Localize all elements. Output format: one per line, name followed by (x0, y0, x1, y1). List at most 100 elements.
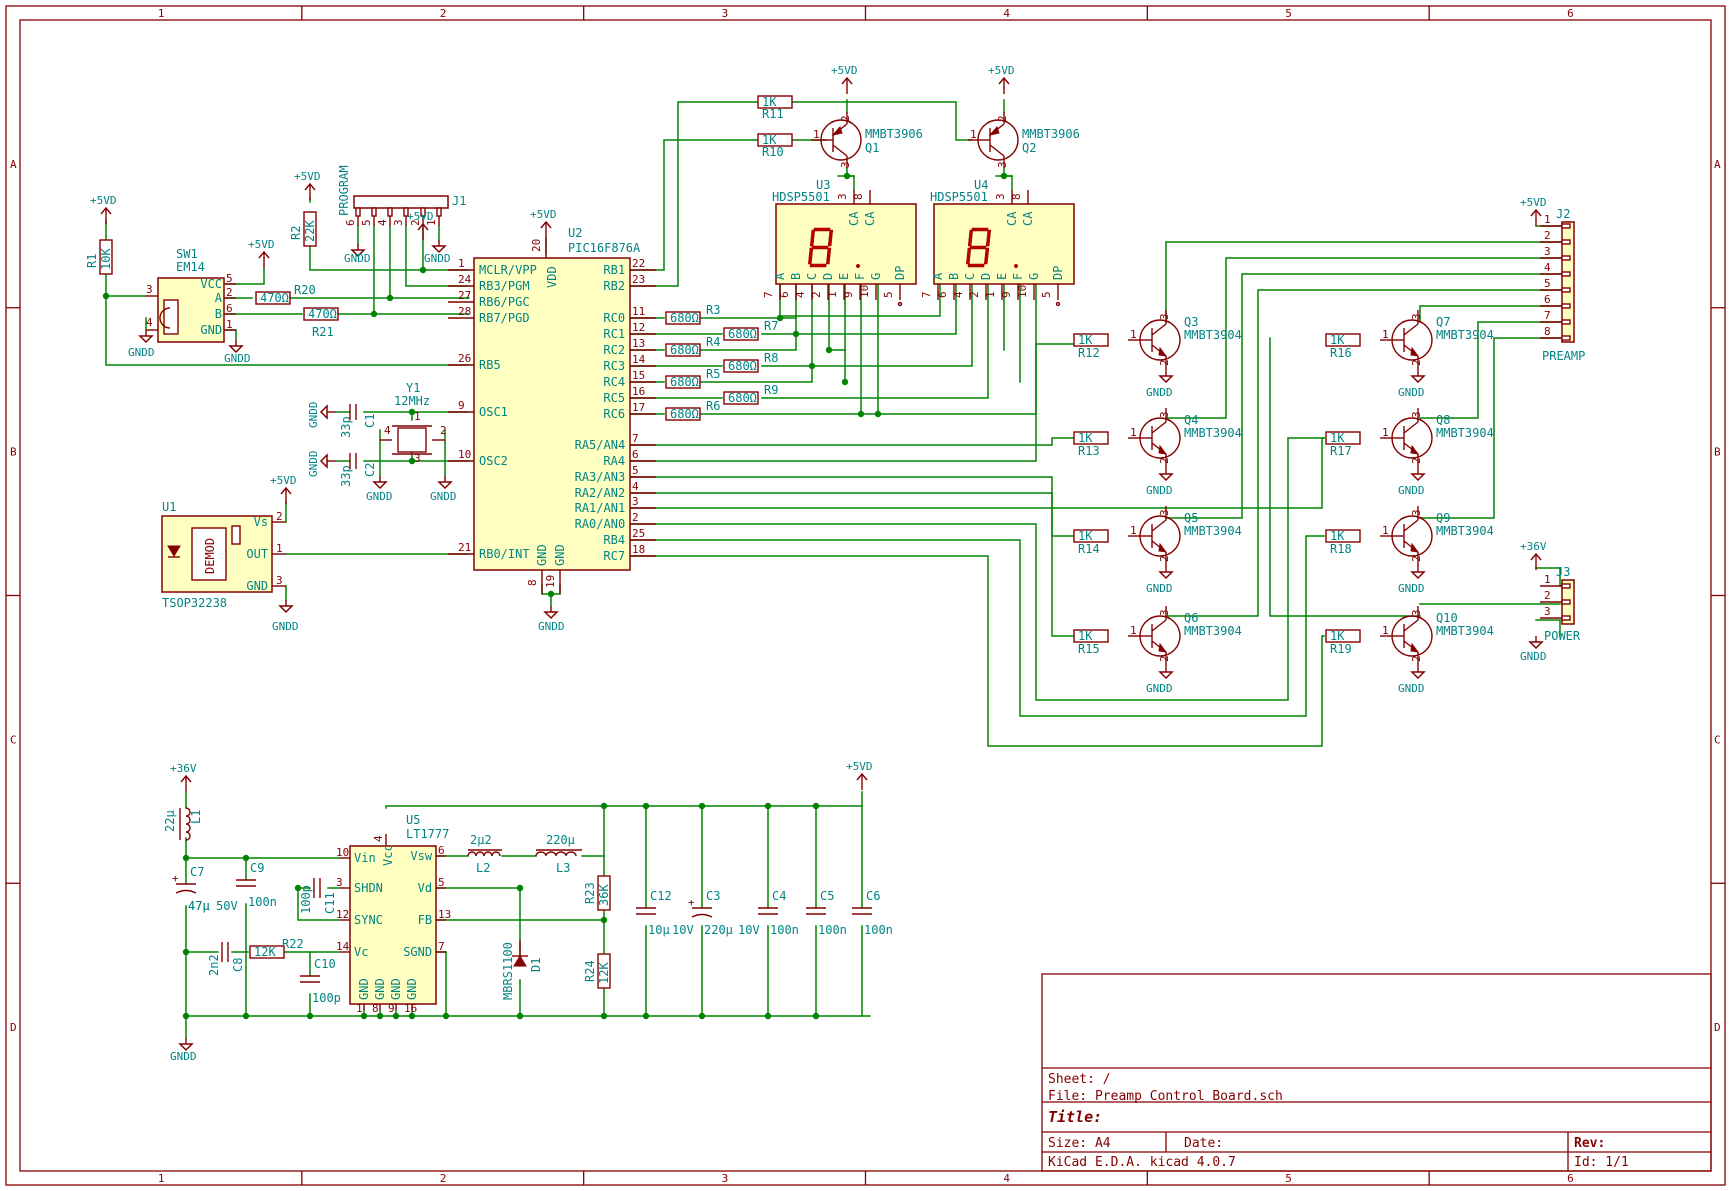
display-pin-num: 4 (952, 291, 965, 298)
display-pin-num: 8 (852, 193, 865, 200)
resistor-ref: R15 (1078, 642, 1100, 656)
tb-tool: KiCad E.D.A. kicad 4.0.7 (1048, 1155, 1236, 1170)
resistor-ref: R3 (706, 303, 720, 317)
resistor-value: 1K (1330, 333, 1345, 347)
u2-pin-name: RA0/AN0 (575, 517, 626, 531)
u2-pin-name: RB5 (479, 358, 501, 372)
transistor-pin-num: 1 (1130, 328, 1137, 341)
transistor-value: MMBT3906 (865, 127, 923, 141)
capacitor-ref: C3 (706, 889, 720, 903)
u1-pin-num: 1 (276, 542, 283, 555)
resistor-ref: R24 (583, 960, 597, 982)
display-pin-num: 2 (968, 291, 981, 298)
resistor-value: 1K (1078, 333, 1093, 347)
capacitor-value: 100n (770, 923, 799, 937)
svg-text:33p: 33p (339, 465, 353, 487)
display-pin-num: 4 (794, 291, 807, 298)
resistor-ref: R6 (706, 399, 720, 413)
j1-pin-num: 2 (409, 219, 422, 226)
gnd-label: GNDD (1398, 484, 1425, 497)
power-flag: +5VD (248, 238, 275, 268)
frame-col-5: 5 (1285, 7, 1292, 20)
transistor-pin-num: 1 (813, 128, 820, 141)
j1-pin-num: 5 (360, 219, 373, 226)
display-pin-num: 5 (1040, 291, 1053, 298)
capacitor-voltage: 10V (738, 923, 760, 937)
u2-pin-num: 15 (632, 369, 645, 382)
polarity-mark: + (172, 872, 179, 885)
svg-text:D1: D1 (529, 958, 543, 972)
display-pin-num: 3 (994, 193, 1007, 200)
u1-pin-name: Vs (254, 515, 268, 529)
svg-text:L2: L2 (476, 861, 490, 875)
capacitor-value: 100p (299, 885, 313, 914)
j3-pin-num: 3 (1544, 605, 1551, 618)
u2-pin-name: GND (535, 544, 549, 566)
gnd-label: GNDD (224, 352, 251, 365)
display-seg-name: D (979, 273, 993, 280)
tb-size: Size: A4 (1048, 1136, 1111, 1151)
resistor-ref: R1 (85, 254, 99, 268)
display-seg-name: B (947, 273, 961, 280)
resistor-value: 1K (1078, 629, 1093, 643)
display-pin-num: 7 (920, 291, 933, 298)
seven-segment-displays: U3HDSP5501A7B6C4D2E1F9G10DP5CA3CA8U4HDSP… (762, 178, 1075, 307)
junctions (102, 172, 1008, 1020)
sw1-pin-num: 4 (146, 316, 153, 329)
u5-pin-name: Vin (354, 851, 376, 865)
u2-pin-num: 6 (632, 448, 639, 461)
u2-pin-num: 28 (458, 305, 471, 318)
display-segment (807, 247, 814, 265)
u5-pin-name: Vsw (410, 849, 432, 863)
u2-pin-name: MCLR/VPP (479, 263, 537, 277)
transistor-pin-num: 1 (1382, 624, 1389, 637)
u1-pin-num: 2 (276, 510, 283, 523)
sw1-pin-name: GND (200, 323, 222, 337)
display-segment (825, 247, 832, 265)
resistor-ref: R4 (706, 335, 720, 349)
resistors: 10KR122KR2470ΩR20470ΩR211KR111KR10680ΩR3… (85, 95, 1361, 989)
frame-col-4: 4 (1003, 7, 1010, 20)
svg-text:J2: J2 (1556, 207, 1570, 221)
display-seg-name: DP (893, 266, 907, 280)
u2-pin-name: RA3/AN3 (575, 470, 626, 484)
capacitor-ref: C10 (314, 957, 336, 971)
resistor-value: 1K (1078, 431, 1093, 445)
transistor-pin-num: 2 (996, 115, 1009, 122)
u2-pin-num: 25 (632, 527, 645, 540)
power-flag: +5VD (831, 64, 858, 94)
display-dp (1013, 263, 1019, 269)
power-label: +5VD (831, 64, 858, 77)
power-label: +5VD (530, 208, 557, 221)
display-seg-name: G (1027, 273, 1041, 280)
ground-symbol: GNDD (424, 240, 451, 265)
svg-text:PROGRAM: PROGRAM (337, 165, 351, 216)
u5-pin-name: GND (405, 978, 419, 1000)
u5-pin-num: 16 (404, 1002, 417, 1015)
resistor-value: 1K (1330, 529, 1345, 543)
j3-pin-num: 1 (1544, 573, 1551, 586)
u2-pin-num: 8 (526, 579, 539, 586)
u2-pin-num: 22 (632, 257, 645, 270)
gnd-label: GNDD (1146, 582, 1173, 595)
frame-col-3-bottom: 3 (722, 1172, 729, 1185)
svg-text:U2: U2 (568, 226, 582, 240)
display-seg-name: B (789, 273, 803, 280)
transistor-ref: Q10 (1436, 611, 1458, 625)
u2-pin-num: 16 (632, 385, 645, 398)
power-flag: +5VD (270, 474, 297, 504)
u2-pin-name: VDD (545, 266, 559, 288)
capacitor-value: 100p (312, 991, 341, 1005)
u5-pin-name: GND (357, 978, 371, 1000)
u1-pin-name: OUT (246, 547, 268, 561)
transistor-ref: Q4 (1184, 413, 1198, 427)
